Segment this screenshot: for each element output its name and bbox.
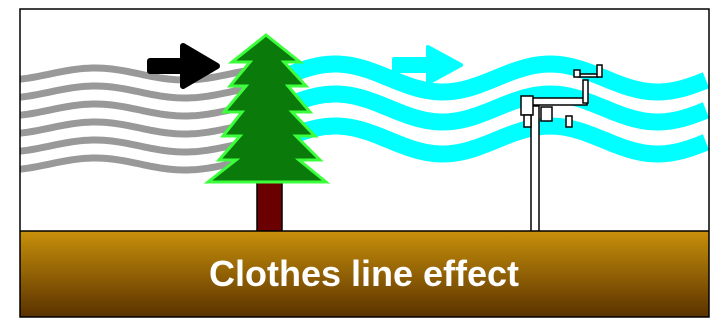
station-box-mid (541, 107, 552, 121)
station-box-large (521, 96, 533, 115)
sky-panel (20, 9, 709, 231)
station-mast (531, 106, 539, 232)
station-upright (583, 80, 588, 103)
station-vane-arm (578, 74, 598, 77)
station-vane-fin (597, 65, 602, 77)
station-crossarm (527, 98, 587, 105)
station-box-small (566, 116, 572, 127)
tree-trunk (257, 179, 282, 233)
station-box-left (524, 115, 531, 127)
caption-text: Clothes line effect (209, 253, 519, 294)
station-cup (574, 70, 580, 77)
